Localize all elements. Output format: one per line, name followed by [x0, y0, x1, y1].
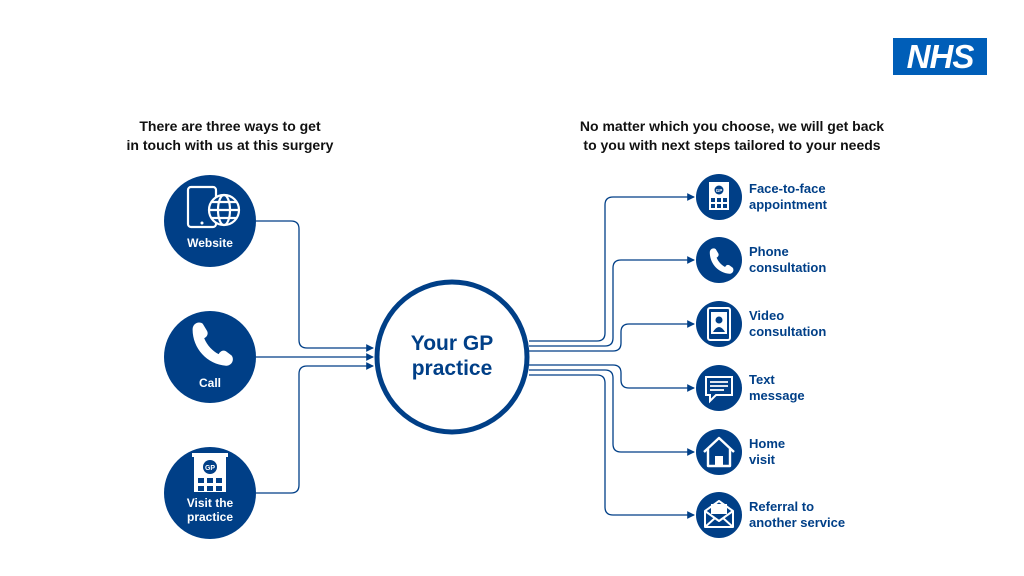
text-label: Text message: [749, 372, 909, 404]
connector-website: [256, 220, 374, 352]
gp-building-icon-visit: GP: [192, 453, 228, 492]
visit-label: Visit the practice: [170, 496, 250, 524]
visit-circle: [164, 447, 256, 539]
tablet-globe-icon: [186, 185, 241, 229]
left-heading: There are three ways to get in touch wit…: [80, 117, 380, 155]
website-circle: [164, 175, 256, 267]
video-line-1: Video: [749, 308, 785, 323]
visit-label-line-2: practice: [186, 510, 234, 524]
phone-line-1: Phone: [749, 244, 789, 259]
call-label: Call: [170, 376, 250, 390]
video-label: Video consultation: [749, 308, 909, 340]
text-circle: [696, 365, 742, 411]
nhs-logo: NHS: [893, 38, 987, 75]
home-circle: [696, 429, 742, 475]
gp-practice-label: Your GP practice: [377, 331, 527, 381]
left-heading-line-1: There are three ways to get: [139, 118, 321, 134]
home-line-2: visit: [749, 452, 776, 467]
gp-practice-circle: [374, 279, 530, 435]
referral-label: Referral to another service: [749, 499, 909, 531]
connector-referral: [529, 374, 695, 519]
right-heading-line-2: to you with next steps tailored to your …: [583, 137, 881, 153]
referral-line-2: another service: [749, 515, 846, 530]
connector-face-to-face: [529, 193, 695, 342]
visit-label-line-1: Visit the: [186, 496, 234, 510]
right-heading: No matter which you choose, we will get …: [550, 117, 914, 155]
connector-video: [529, 320, 695, 352]
gp-practice-line-1: Your GP: [410, 332, 494, 355]
envelope-icon: [704, 500, 734, 528]
face-to-face-line-1: Face-to-face: [749, 181, 826, 196]
face-to-face-label: Face-to-face appointment: [749, 181, 909, 213]
video-line-2: consultation: [749, 324, 827, 339]
connector-home: [529, 369, 695, 456]
connector-visit: [256, 362, 374, 494]
right-heading-line-1: No matter which you choose, we will get …: [579, 118, 885, 134]
svg-text:GP: GP: [716, 188, 723, 193]
text-line-1: Text: [749, 372, 775, 387]
phone-icon: [709, 248, 734, 274]
phone-line-2: consultation: [749, 260, 827, 275]
home-label: Home visit: [749, 436, 909, 468]
website-label: Website: [170, 236, 250, 250]
gp-practice-line-2: practice: [411, 357, 493, 380]
phone-icon-call: [192, 322, 233, 366]
connector-phone: [529, 256, 695, 347]
face-to-face-line-2: appointment: [749, 197, 827, 212]
phone-label: Phone consultation: [749, 244, 909, 276]
video-call-icon: [707, 307, 731, 341]
gp-building-icon: GP: [709, 182, 729, 210]
call-label-line: Call: [198, 376, 221, 390]
website-label-line: Website: [187, 236, 233, 250]
left-heading-line-2: in touch with us at this surgery: [126, 137, 334, 153]
connector-text: [529, 364, 695, 392]
referral-line-1: Referral to: [749, 499, 815, 514]
home-line-1: Home: [749, 436, 786, 451]
house-icon: [703, 436, 735, 468]
text-line-2: message: [749, 388, 805, 403]
svg-text:GP: GP: [205, 465, 215, 472]
speech-bubble-icon: [705, 376, 733, 404]
referral-circle: [696, 492, 742, 538]
phone-circle: [696, 237, 742, 283]
